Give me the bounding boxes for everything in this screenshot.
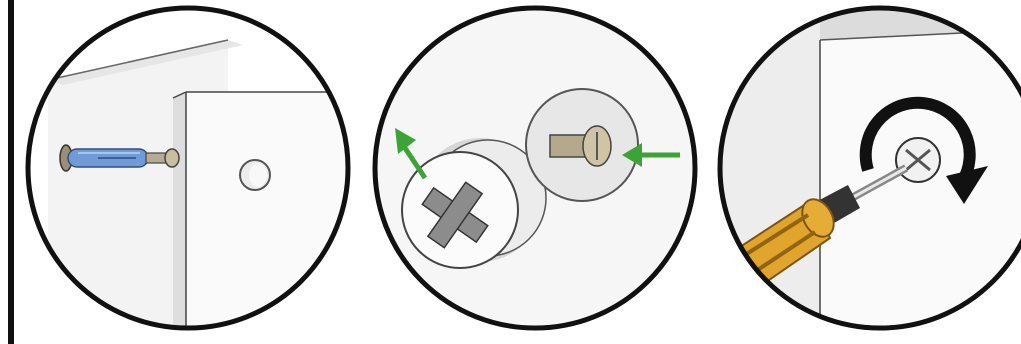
illustration-tighten-screw xyxy=(700,0,1021,344)
left-frame-bar xyxy=(8,0,14,344)
illustration-align-cam-lock xyxy=(360,0,710,344)
step-panel-align-cam-lock xyxy=(360,0,710,344)
step-panel-insert-dowel xyxy=(18,0,368,344)
illustration-insert-dowel xyxy=(18,0,368,344)
screw-head-icon xyxy=(526,89,638,201)
step-panel-tighten-screw xyxy=(700,0,1021,344)
board-hole-icon xyxy=(240,160,270,190)
